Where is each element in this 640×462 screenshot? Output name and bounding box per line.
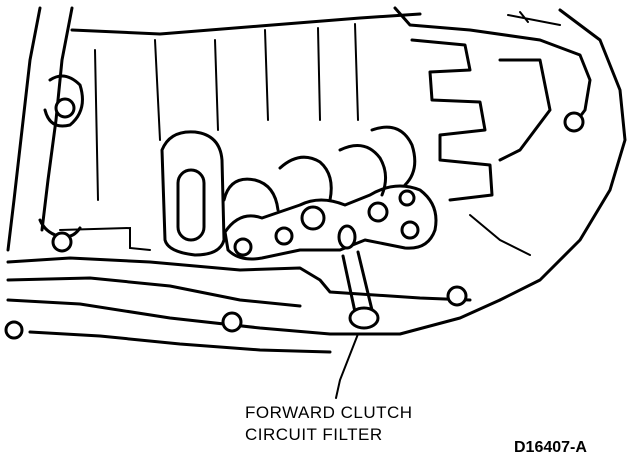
top-right-tab (507, 11, 561, 26)
right-inner-pocket (498, 58, 552, 162)
case-rib-6 (94, 49, 99, 201)
case-right-outer-wall (498, 8, 627, 302)
bolt-hole-left-mid (51, 231, 73, 253)
lower-flange-lower (6, 298, 502, 336)
valve-bore-housing-4 (370, 125, 417, 187)
callout-line-1: FORWARD CLUTCH (245, 403, 413, 422)
plate-hole-5 (398, 189, 416, 207)
case-top-rim (70, 12, 422, 36)
callout-line-2: CIRCUIT FILTER (245, 425, 383, 444)
bolt-hole-flange-center (221, 311, 243, 333)
plate-hole-6 (400, 220, 420, 240)
lower-flange-upper (6, 256, 472, 302)
left-upper-lug (43, 74, 84, 128)
bolt-hole-right-upper (563, 111, 585, 133)
bolt-hole-flange-right (446, 285, 468, 307)
case-upper-right-housing (393, 6, 592, 132)
step-ledge-right (469, 214, 531, 256)
valve-body-plate (223, 184, 438, 261)
plate-hole-3 (300, 205, 326, 231)
case-rib-4 (317, 27, 321, 121)
case-rib-1 (154, 39, 161, 141)
oval-slot-boss (160, 130, 226, 257)
case-inner-wall-left (40, 6, 74, 232)
step-ledge-left (59, 226, 151, 251)
case-rib-2 (214, 39, 219, 131)
filter-body (341, 250, 374, 314)
figure-code: D16407-A (514, 439, 587, 456)
callout-leader-line (335, 333, 359, 399)
valve-bore-housing-1 (222, 177, 280, 212)
case-rib-3 (264, 29, 269, 121)
plate-hole-2 (274, 226, 294, 246)
valve-bore-housing-3 (338, 144, 387, 197)
plate-hole-1 (233, 237, 253, 257)
valve-bore-housing-2 (278, 155, 333, 202)
filter-end-cap (348, 306, 380, 330)
plate-hole-4 (367, 201, 389, 223)
lower-flange-mid (6, 276, 302, 308)
filter-bore (337, 224, 357, 250)
bolt-hole-flange-left (4, 320, 24, 340)
bolt-hole-left-upper (54, 97, 76, 119)
case-rib-5 (354, 23, 359, 121)
right-stepped-casting (410, 38, 494, 202)
lower-flange-bottom (28, 330, 332, 354)
oval-slot (176, 168, 206, 242)
case-outer-wall (6, 6, 42, 252)
